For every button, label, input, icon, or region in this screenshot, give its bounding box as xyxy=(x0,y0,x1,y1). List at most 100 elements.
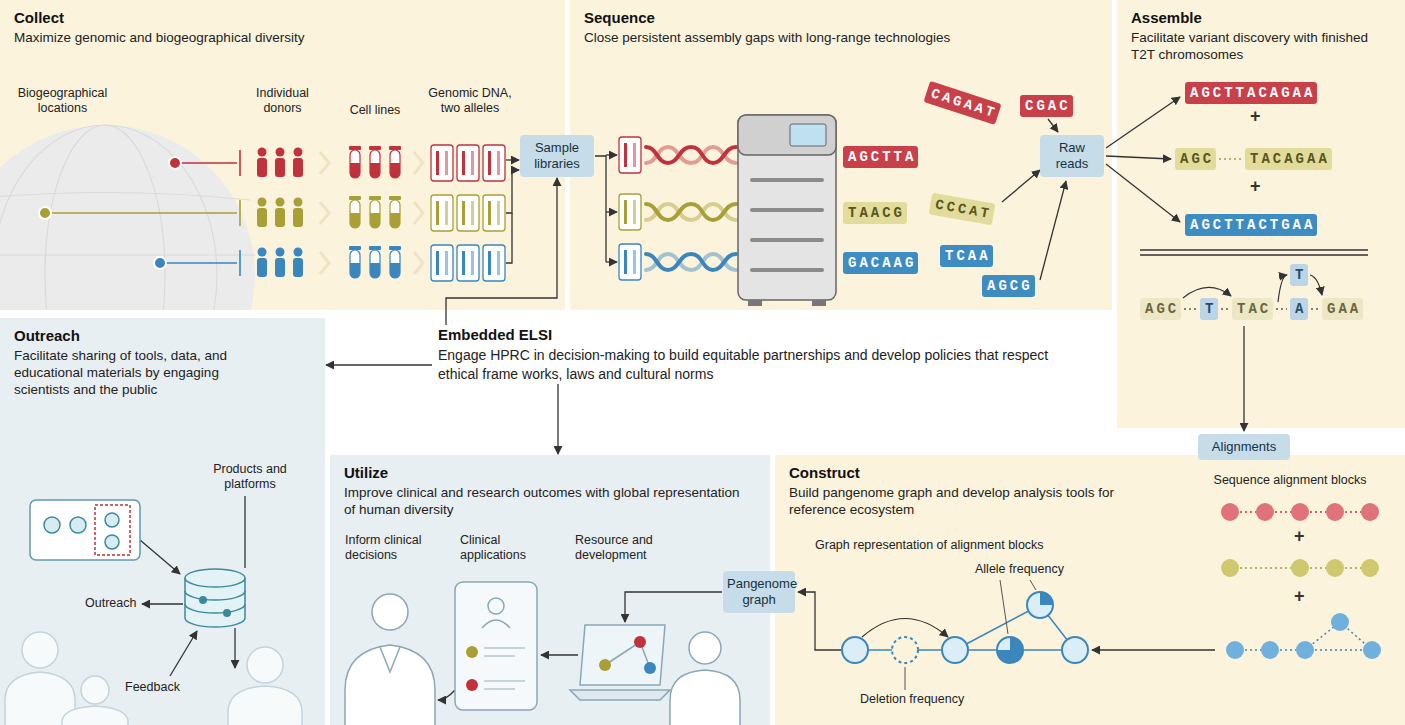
label-holder: AGCTTACAGAA xyxy=(1185,82,1317,104)
label-holder: + xyxy=(1294,526,1305,546)
cell-line-tubes-part xyxy=(389,246,401,278)
outreach-figures-part xyxy=(185,569,245,587)
annotation-label: Deletion frequency xyxy=(860,692,1000,707)
outreach-figures-part xyxy=(22,632,58,668)
globe xyxy=(0,125,255,310)
annotation-label: Cell lines xyxy=(340,103,410,118)
flow-arrows-part xyxy=(1092,649,1215,650)
flow-arrows-part xyxy=(234,628,235,668)
flow-arrows-part xyxy=(595,155,606,262)
flow-arrows-part xyxy=(541,654,578,655)
process-box: Raw reads xyxy=(1040,135,1104,177)
donor-icons-part xyxy=(275,248,285,278)
annotation-label: Allele frequency xyxy=(975,562,1095,577)
connector-arrow xyxy=(326,364,432,365)
annotation-label: Outreach xyxy=(85,596,155,611)
flow-arrows-part xyxy=(506,213,512,263)
panel-heading: Collect xyxy=(14,8,551,27)
clinical-figures-part xyxy=(380,647,400,672)
label-holder: Biogeographical locations xyxy=(5,86,120,116)
flow-arrows-part xyxy=(1002,170,1040,202)
outreach-figures-part xyxy=(247,647,283,683)
cell-line-tubes-part xyxy=(369,246,381,278)
clinical-figures-part xyxy=(455,582,537,710)
label-holder: Inform clinical decisions xyxy=(345,533,445,563)
dna-helices-part xyxy=(619,194,641,230)
outreach-figures-part xyxy=(62,706,128,725)
flow-arrows-part xyxy=(798,592,841,650)
annotation-label: Sequence alignment blocks xyxy=(1190,473,1390,488)
alignment-blocks-part xyxy=(1331,613,1349,631)
outreach-figures-part xyxy=(185,591,245,613)
panel-heading: Assemble xyxy=(1131,8,1391,27)
outreach-figures xyxy=(5,500,302,725)
label-holder: A xyxy=(1290,298,1308,320)
outreach-figures-part xyxy=(105,513,119,527)
outreach-figures-part xyxy=(105,535,119,549)
label-holder: Outreach xyxy=(85,596,155,611)
sequencer-part xyxy=(812,300,826,306)
cell-line-tubes-part xyxy=(369,146,381,178)
panel-heading: Outreach xyxy=(14,326,311,345)
label-holder: AGC xyxy=(1140,298,1181,320)
alignment-blocks-part xyxy=(1261,641,1279,659)
chevrons-part xyxy=(414,152,423,274)
donor-icons-part xyxy=(275,198,285,228)
sequence-tile: GAA xyxy=(1322,298,1363,320)
annotation-label: Biogeographical locations xyxy=(5,86,120,116)
label-holder: Allele frequency xyxy=(975,562,1095,577)
plus-sign: + xyxy=(1294,586,1305,606)
panel-subtitle: Facilitate variant discovery with finish… xyxy=(1131,29,1393,63)
cell-line-tubes-part xyxy=(349,196,361,228)
flow-arrows-part xyxy=(244,496,245,568)
chevrons-part xyxy=(320,152,329,274)
label-holder: CGAC xyxy=(1020,95,1073,117)
label-holder: + xyxy=(1250,176,1261,196)
clinical-figures xyxy=(345,582,740,725)
outreach-figures-part xyxy=(223,609,231,617)
text-block: Embedded ELSIEngage HPRC in decision-mak… xyxy=(432,325,1092,384)
sequence-tile: TCAA xyxy=(940,245,993,267)
donor-icons-part xyxy=(257,148,267,178)
outreach-figures-part xyxy=(30,500,140,560)
label-holder: AGCTTACTGAA xyxy=(1185,214,1317,236)
pangenome-graph-figure xyxy=(842,580,1088,690)
pangenome-graph-figure-part xyxy=(862,619,948,638)
alignment-blocks-part xyxy=(1291,503,1309,521)
location-markers-part xyxy=(45,200,240,226)
outreach-figures-part xyxy=(95,505,130,555)
clinical-figures-part xyxy=(488,598,504,614)
clinical-figures-part xyxy=(484,648,525,689)
flow-arrows-part xyxy=(170,631,197,676)
sequencer-part xyxy=(748,300,762,306)
flow-arrows-part xyxy=(1040,181,1066,280)
pangenome-graph-figure-part xyxy=(905,580,1036,690)
donor-icons-part xyxy=(257,198,267,228)
plus-sign: + xyxy=(1294,526,1305,546)
sequence-tile: AGC xyxy=(1175,148,1216,170)
pangenome-graph-figure-part xyxy=(997,637,1023,663)
alignment-blocks-part xyxy=(1361,503,1379,521)
outreach-figures-part xyxy=(70,517,86,533)
sequence-tile: AGCTTACTGAA xyxy=(1185,214,1317,236)
label-holder: Genomic DNA, two alleles xyxy=(420,86,520,116)
pangenome-graph-figure-part xyxy=(1062,637,1088,663)
alignment-marks xyxy=(1140,159,1368,309)
panel-subtitle: Facilitate sharing of tools, data, and e… xyxy=(14,347,249,398)
dna-samples-part xyxy=(457,145,479,181)
annotation-label: Resource and development xyxy=(575,533,670,563)
flow-arrows-part xyxy=(606,211,617,212)
dna-helices-part xyxy=(646,204,736,220)
sequence-tile: TACAGAA xyxy=(1245,148,1332,170)
clinical-figures-part xyxy=(689,632,721,664)
label-holder: Products and platforms xyxy=(195,462,305,492)
label-holder: CAGAAT xyxy=(923,81,1002,125)
clinical-figures-part xyxy=(634,636,646,648)
process-box: Alignments xyxy=(1198,434,1290,460)
flow-arrows-part xyxy=(140,540,180,574)
stage-panel: ConstructBuild pangenome graph and devel… xyxy=(775,455,1405,725)
globe-part xyxy=(0,193,255,256)
clinical-figures-part xyxy=(570,690,670,700)
clinical-figures-part xyxy=(466,646,478,658)
panel-subtitle: Engage HPRC in decision-making to build … xyxy=(438,346,1092,384)
